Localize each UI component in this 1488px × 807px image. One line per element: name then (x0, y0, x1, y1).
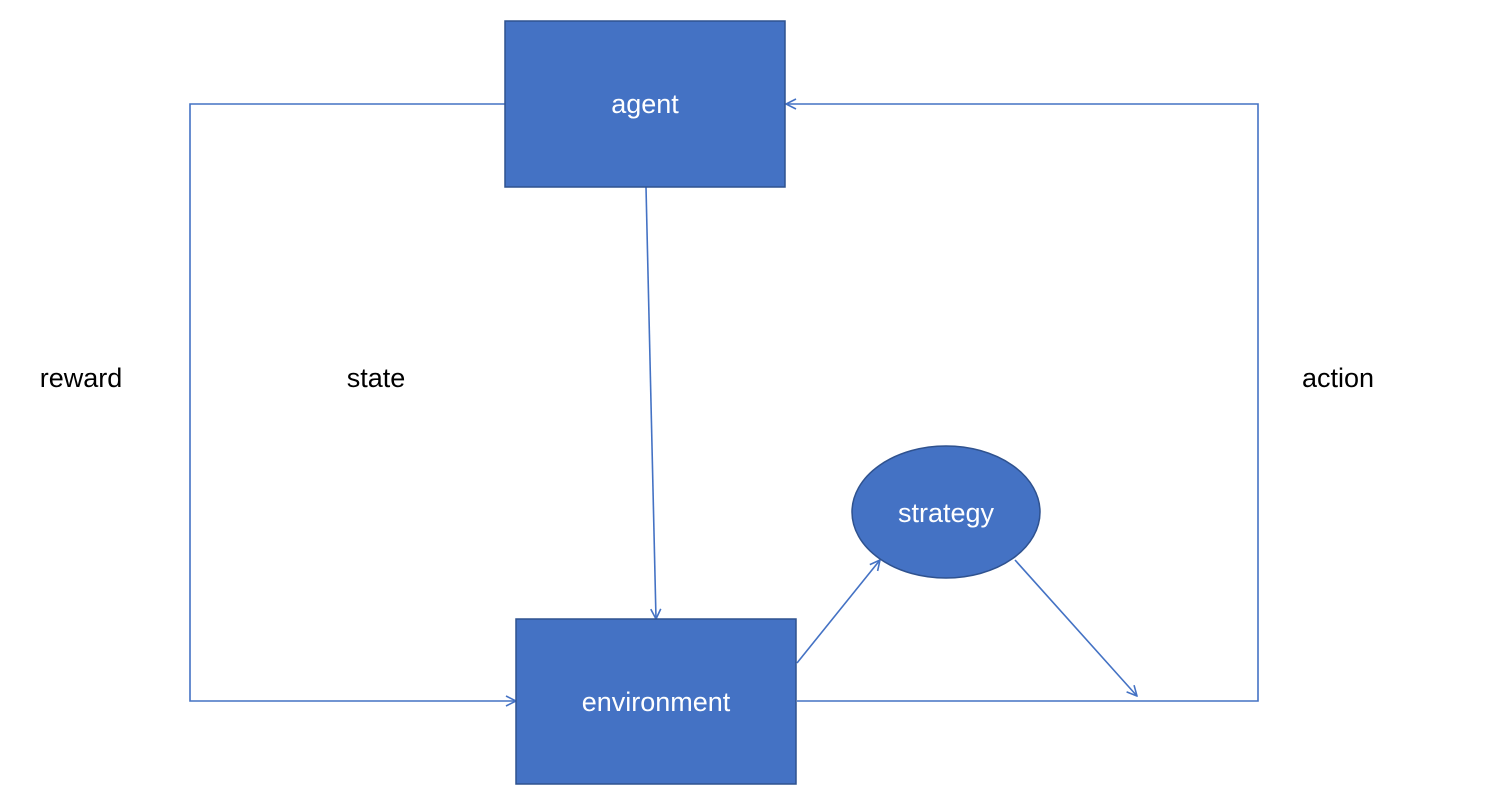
strategy-label: strategy (898, 498, 995, 528)
state-edge (645, 186, 656, 619)
strategy-node: strategy (851, 445, 1041, 579)
action-label: action (1302, 363, 1374, 393)
environment-node: environment (515, 618, 797, 785)
environment-label: environment (582, 687, 731, 717)
agent-label: agent (611, 89, 679, 119)
action-edge (786, 104, 1259, 702)
reward-label: reward (40, 363, 123, 393)
environment-to-strategy-edge (796, 560, 880, 664)
strategy-to-action-edge (1014, 559, 1137, 696)
reward-edge (189, 103, 516, 701)
state-label: state (347, 363, 406, 393)
agent-node: agent (504, 20, 786, 188)
